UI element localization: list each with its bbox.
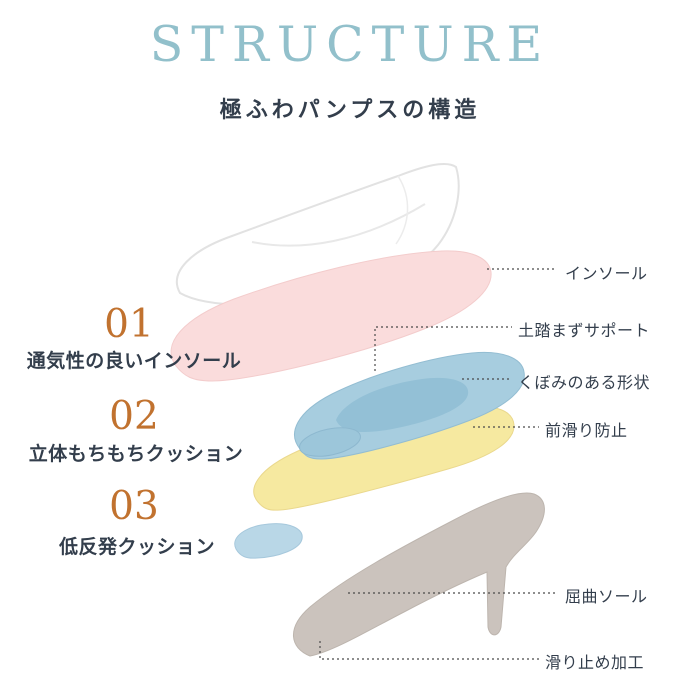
leader-line-arch-support <box>374 326 512 371</box>
feature-number-2: 02 <box>109 394 159 439</box>
callout-hollow-shape: くぼみのある形状 <box>518 373 651 392</box>
callout-flex-sole: 屈曲ソール <box>565 587 648 606</box>
shoe-upper-heel-seam <box>395 175 409 245</box>
feature-label-1: 通気性の良いインソール <box>26 350 242 372</box>
outsole-layer <box>293 492 545 657</box>
insole-layer <box>170 250 492 382</box>
feature-label-2: 立体もちもちクッション <box>28 443 244 465</box>
soft-cushion-layer <box>253 405 515 511</box>
shoe-upper-topline <box>251 203 426 247</box>
page-subtitle: 極ふわパンプスの構造 <box>219 97 481 123</box>
leader-line-anti-slip <box>319 641 539 660</box>
arch-bump <box>336 377 469 433</box>
callout-insole: インソール <box>565 264 648 283</box>
front-pad <box>299 427 361 457</box>
toe-cushion-layer <box>234 523 303 559</box>
feature-label-3: 低反発クッション <box>58 536 215 558</box>
callout-arch-support: 土踏まずサポート <box>518 321 651 340</box>
callout-front-slip-prevention: 前滑り防止 <box>545 421 628 440</box>
feature-number-1: 01 <box>104 302 154 347</box>
page-title: STRUCTURE <box>149 16 551 73</box>
feature-number-3: 03 <box>109 484 159 529</box>
callout-anti-slip-finish: 滑り止め加工 <box>545 653 645 672</box>
